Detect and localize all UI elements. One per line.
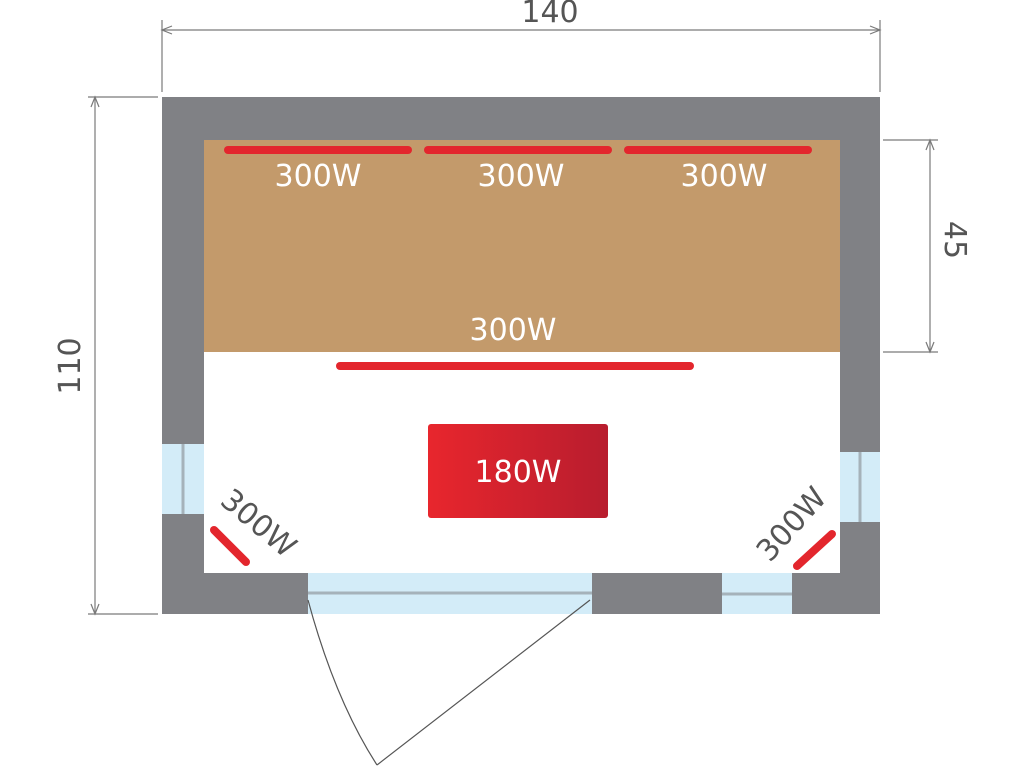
heater-floor: [428, 424, 608, 518]
glass-front-right: [722, 573, 792, 614]
bench-depth-label: 45: [937, 221, 972, 259]
glass-door: [308, 573, 592, 614]
glass-right: [840, 452, 880, 522]
width-dimension: [160, 20, 882, 92]
label-bench-front: 300W: [470, 313, 557, 348]
bench: [204, 140, 840, 352]
depth-label: 110: [53, 337, 88, 394]
glass-left: [162, 444, 204, 514]
depth-dimension: [88, 95, 158, 616]
label-back-center: 300W: [478, 159, 565, 194]
door-swing: [307, 599, 591, 766]
heater-corner-right: [793, 530, 836, 570]
glass-panels: [162, 444, 880, 614]
label-back-left: 300W: [275, 159, 362, 194]
heater-bars: [210, 146, 836, 570]
bench-depth-dimension: [883, 138, 938, 354]
width-label: 140: [521, 0, 578, 30]
label-back-right: 300W: [681, 159, 768, 194]
label-floor: 180W: [475, 455, 562, 490]
heater-corner-left: [210, 526, 250, 566]
